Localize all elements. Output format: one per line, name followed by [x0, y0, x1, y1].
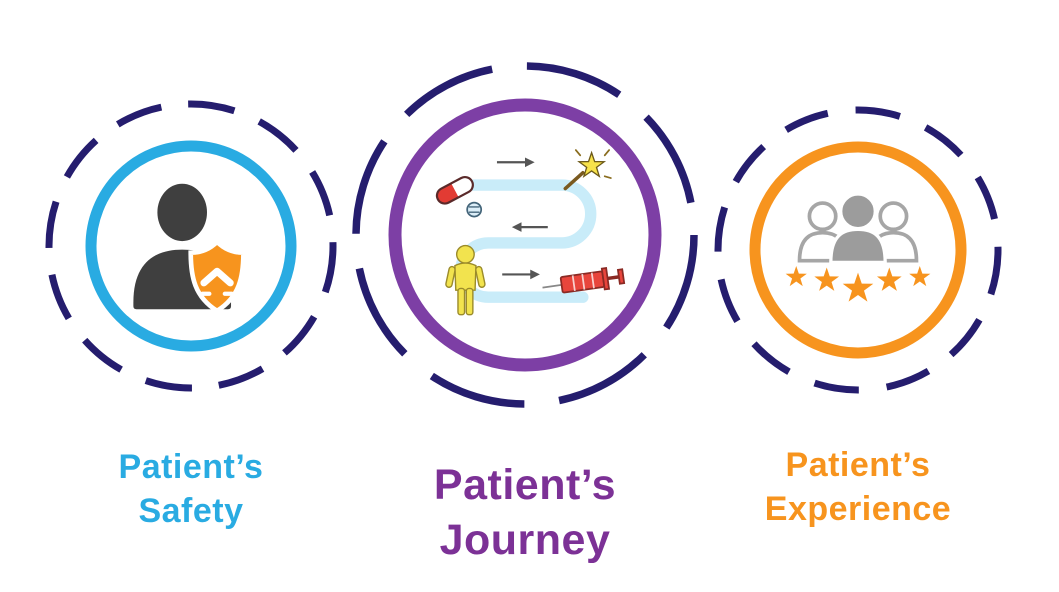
experience-dashed-ring — [714, 106, 1002, 394]
journey-arrows — [496, 157, 548, 280]
center-person-head — [839, 192, 877, 231]
star-icon-2 — [813, 266, 840, 292]
figure-left-leg — [457, 287, 466, 316]
pill-capsule-icon — [435, 175, 474, 205]
syringe-plunger-rod — [607, 275, 620, 281]
tablet-lines — [468, 206, 480, 213]
label-patient-safety: Patient’s Safety — [118, 448, 264, 530]
person-head — [156, 183, 207, 241]
experience-icon-wrap — [714, 106, 1002, 394]
journey-icon-wrap — [352, 62, 698, 408]
syringe-graduations — [571, 272, 595, 292]
node-patient-safety: Patient’s Safety — [45, 100, 337, 530]
shield-chevron-up — [199, 267, 234, 286]
figure-right-leg — [465, 287, 474, 316]
label-patient-journey: Patient’s Journey — [433, 461, 617, 565]
figure-torso — [454, 262, 477, 291]
tablet-circle — [466, 201, 483, 218]
star-icon-5 — [908, 265, 931, 287]
arrow-right-bottom-head — [530, 269, 540, 280]
center-person-shoulders — [829, 227, 887, 264]
left-person-head — [807, 201, 838, 232]
star-icon-3 — [841, 271, 875, 303]
rating-stars — [785, 265, 931, 303]
wand-sparkles — [574, 149, 612, 179]
person-with-shield-icon — [132, 183, 246, 314]
arrow-right-top-head — [525, 157, 535, 168]
magic-wand-star-icon — [563, 149, 612, 191]
pill-outline — [435, 175, 474, 205]
figure-head — [455, 244, 475, 264]
right-person-head — [878, 201, 909, 232]
syringe-plunger-end — [616, 268, 626, 285]
arrow-left-middle-head — [511, 222, 522, 232]
people-group-rating-stars-icon — [785, 192, 931, 303]
patient-figure-icon — [445, 244, 486, 316]
syringe-needle — [542, 284, 562, 289]
node-patient-experience: Patient’s Experience — [714, 106, 1002, 528]
figure-left-arm — [445, 265, 456, 288]
wand-stick — [563, 171, 585, 191]
figure-right-arm — [475, 265, 486, 288]
safety-icon-wrap — [45, 100, 337, 392]
center-person — [829, 192, 887, 264]
safety-dashed-ring — [45, 100, 337, 392]
star-icon-4 — [876, 266, 903, 292]
tablet-icon — [466, 201, 483, 218]
syringe-icon — [542, 267, 626, 294]
treatment-journey-path-icon — [435, 149, 626, 316]
star-icon-1 — [785, 265, 808, 287]
node-patient-journey: Patient’s Journey — [352, 62, 698, 564]
label-patient-experience: Patient’s Experience — [764, 446, 952, 528]
journey-dashed-ring — [352, 62, 698, 408]
